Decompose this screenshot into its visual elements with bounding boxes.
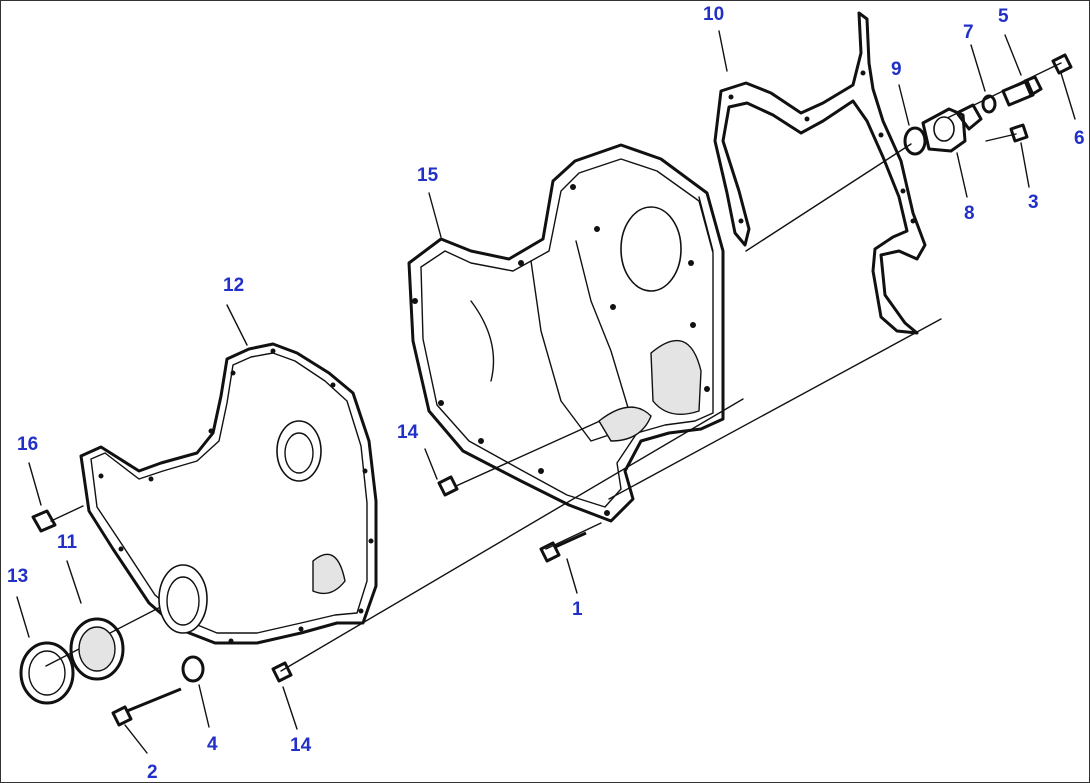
callout-4: 4 — [207, 734, 218, 755]
bolt-2 — [111, 687, 182, 727]
bolt-14-upper — [437, 475, 459, 497]
spacer — [181, 655, 205, 683]
plug — [1051, 53, 1073, 75]
bolt-1 — [539, 531, 587, 563]
bolt-3 — [1009, 123, 1029, 143]
oil-seal — [19, 641, 75, 705]
callout-10: 10 — [703, 4, 725, 25]
sensor — [1001, 75, 1043, 107]
housing-gasket — [713, 11, 927, 335]
callout-7: 7 — [963, 22, 974, 43]
callout-9: 9 — [891, 59, 902, 80]
callout-16: 16 — [17, 434, 39, 455]
callout-2: 2 — [147, 762, 158, 783]
gear-housing — [407, 143, 725, 523]
front-cover — [79, 342, 378, 645]
callout-8: 8 — [964, 203, 975, 224]
washer — [981, 94, 997, 114]
bolt-14-lower — [271, 661, 293, 683]
callout-11: 11 — [57, 532, 78, 553]
callout-15: 15 — [417, 165, 439, 186]
cover-plate — [921, 103, 983, 153]
callout-13: 13 — [7, 566, 29, 587]
wear-sleeve — [69, 617, 125, 681]
bolt-16 — [31, 509, 57, 533]
callout-14-lower: 14 — [290, 735, 312, 756]
callout-1: 1 — [572, 599, 583, 620]
o-ring — [903, 126, 927, 156]
callout-5: 5 — [998, 6, 1009, 27]
callout-14-upper: 14 — [397, 422, 419, 443]
callout-6: 6 — [1074, 128, 1085, 149]
callout-12: 12 — [223, 275, 245, 296]
callout-leaders — [16, 30, 1076, 754]
callout-3: 3 — [1028, 192, 1039, 213]
